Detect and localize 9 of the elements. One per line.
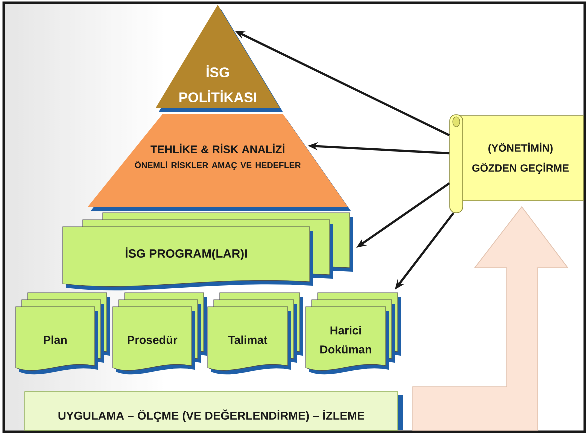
document-stack: İSG PROGRAM(LAR)I [62,212,353,291]
scroll-banner: (YÖNETİMİN) GÖZDEN GEÇİRME [450,114,584,214]
document-stack: Plan [16,292,110,375]
pyramid-top: İSG POLİTİKASI [156,5,283,112]
document-stack: Prosedür [112,292,207,375]
pyramid-tier: TEHLİKE & RİSK ANALİZİ ÖNEMLİ RİSKLER AMAÇ VE HEDEFLER [88,114,351,211]
document-stack: Harici Doküman [306,292,401,375]
document-stack: Talimat [208,292,303,375]
process-box: UYGULAMA – ÖLÇME (VE DEĞERLENDİRME) – İZLEME [24,392,403,431]
